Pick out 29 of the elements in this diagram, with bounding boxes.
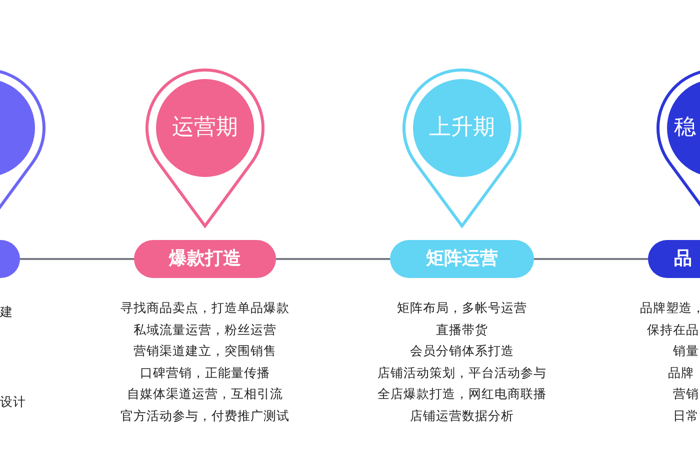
pin-label: 稳 <box>674 114 696 142</box>
pin-label: 运营期 <box>171 114 239 142</box>
description-text: 直播带货 <box>436 322 488 338</box>
description-text: 建 <box>0 304 13 320</box>
stage-pill: 矩阵运营 <box>390 240 534 278</box>
stage-pill: 品 <box>648 240 700 278</box>
description-text: 店铺运营数据分析 <box>410 408 514 424</box>
description-text: 品牌塑造， <box>640 300 700 316</box>
connector-line <box>20 258 134 260</box>
description-text: 营销 <box>673 386 699 402</box>
description-text: 官方活动参与，付费推广测试 <box>120 408 290 424</box>
description-text: 品牌 <box>668 364 694 380</box>
description-text: 店铺活动策划，平台活动参与 <box>378 364 546 380</box>
description-text: 矩阵布局，多帐号运营 <box>397 300 527 316</box>
description-text: 寻找商品卖点，打造单品爆款 <box>120 300 290 316</box>
description-text: 全店爆款打造，网红电商联播 <box>378 386 546 402</box>
description-text: 日常 <box>673 408 699 424</box>
pin-label: 上升期 <box>428 114 496 142</box>
connector-line <box>534 258 648 260</box>
description-text: 保持在品 <box>647 322 699 338</box>
description-text: 自媒体渠道运营，互相引流 <box>127 386 283 402</box>
description-text: 销量 <box>673 343 699 359</box>
stage-pill: 爆款打造 <box>134 240 276 278</box>
description-text: 会员分销体系打造 <box>410 343 514 359</box>
description-text: 私域流量运营，粉丝运营 <box>134 322 276 338</box>
connector-line <box>276 258 390 260</box>
description-text: 营销渠道建立，突围销售 <box>134 343 276 359</box>
description-text: 口碑营销，正能量传播 <box>140 364 270 380</box>
description-text: 设计 <box>0 394 26 410</box>
